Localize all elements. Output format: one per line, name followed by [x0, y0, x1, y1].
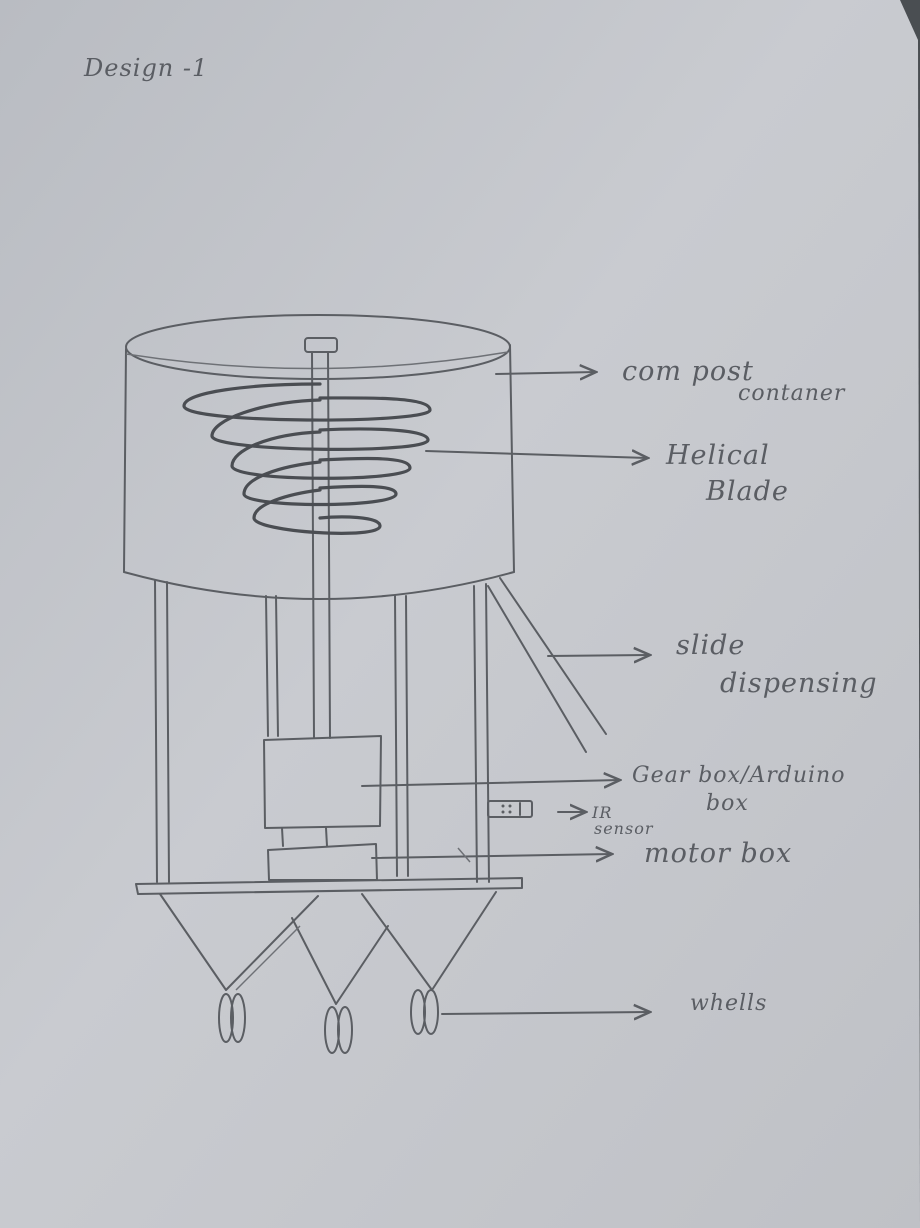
label-gear-box-line1: Gear box/Arduino	[632, 763, 845, 788]
label-helical-blade-line1: Helical	[665, 440, 770, 471]
label-gear-box-line2: box	[706, 791, 749, 816]
label-slide-dispensing-line2: dispensing	[720, 668, 878, 699]
page-title: Design -1	[83, 54, 208, 82]
label-slide-dispensing-line1: slide	[676, 630, 745, 661]
label-wheels: whells	[690, 991, 767, 1016]
label-helical-blade-line2: Blade	[705, 476, 789, 507]
label-ir-sensor-line2: sensor	[594, 819, 654, 838]
label-compost-container-line2: contaner	[738, 381, 846, 406]
label-compost-container-line1: com post	[622, 356, 754, 387]
label-motor-box: motor box	[644, 838, 792, 869]
arrow-slide-dispensing	[548, 655, 650, 656]
